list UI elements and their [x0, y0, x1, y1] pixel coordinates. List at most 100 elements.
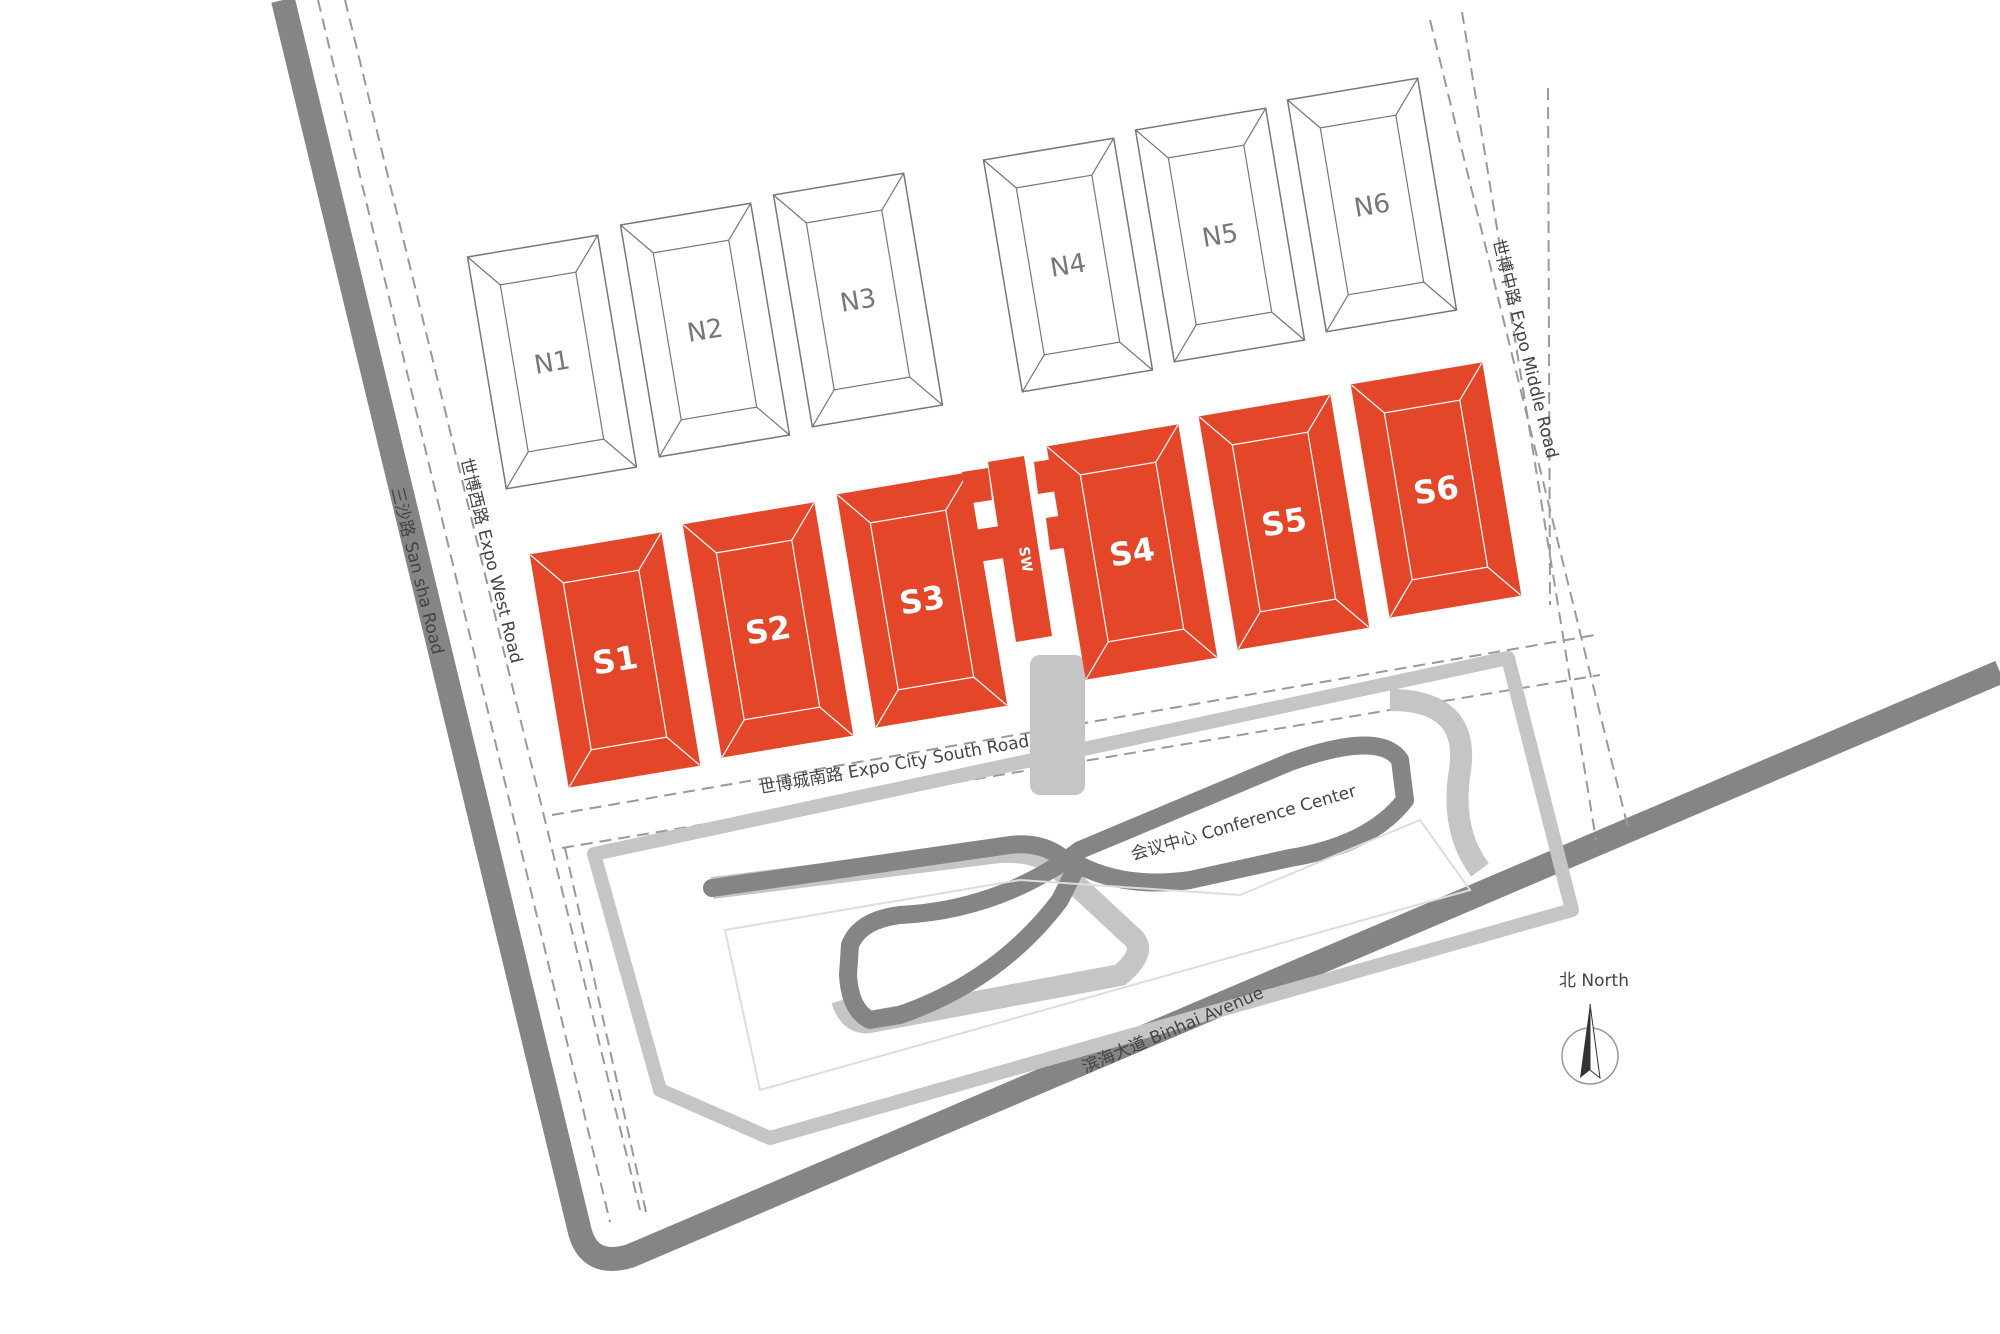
hall-n6-inner-roof: [1319, 114, 1425, 296]
south-halls: S1 S2 S3 S4 S5 S6: [529, 362, 1522, 788]
hall-s3-inner-roof: [869, 509, 975, 691]
hall-s6-roof: [1350, 362, 1522, 618]
hall-n5-roof-ridge: [1135, 129, 1169, 159]
hall-s5-roof-ridge: [1335, 598, 1369, 628]
sw-connector-left-2: [974, 526, 1004, 562]
conference-track-loop: [703, 736, 1414, 1029]
hall-s1[interactable]: S1: [529, 532, 701, 788]
hall-s3-roof: [836, 472, 1008, 728]
hall-s6-label: S6: [1411, 468, 1462, 513]
hall-n4-inner-roof: [1015, 174, 1121, 356]
hall-s1-roof-ridge: [666, 736, 700, 766]
hall-s4-roof-ridge: [1155, 424, 1179, 463]
hall-n3-label: N3: [838, 283, 878, 319]
hall-s1-roof-ridge: [638, 532, 662, 571]
sw-connector-left: [962, 468, 992, 504]
main-roads: [271, 0, 2000, 1271]
hall-n5[interactable]: N5: [1134, 107, 1306, 363]
hall-n2-roof-ridge: [756, 406, 790, 436]
hall-s6-inner-roof: [1383, 399, 1489, 581]
north-arrow: 北 North: [1559, 971, 1629, 1085]
hall-n6-roof: [1286, 77, 1458, 333]
hall-s4-roof: [1046, 424, 1218, 680]
hall-n6-roof-ridge: [1395, 77, 1419, 116]
hall-n5-inner-roof: [1167, 144, 1273, 326]
sw-connector-walkway: [1030, 655, 1085, 795]
binhai-avenue-label: 滨海大道 Binhai Avenue: [1079, 983, 1266, 1078]
hall-s5-roof-ridge: [1199, 416, 1233, 446]
hall-s5-roof-ridge: [1237, 611, 1261, 650]
hall-n3-roof-ridge: [909, 376, 943, 406]
hall-s5-inner-roof: [1231, 431, 1337, 613]
expo-middle-road-label: 世博中路 Expo Middle Road: [1488, 237, 1562, 460]
hall-n1-roof-ridge: [575, 234, 599, 273]
sansha-road: [271, 0, 2000, 1271]
hall-s3-roof-ridge: [837, 494, 871, 524]
conference-outer-ring: [587, 651, 1579, 1145]
sw-hall[interactable]: SW: [962, 456, 1076, 642]
hall-n1-roof-ridge: [467, 256, 501, 286]
hall-n2-roof-ridge: [658, 419, 682, 458]
hall-n5-roof-ridge: [1271, 311, 1305, 341]
sw-connector-right-2: [1046, 514, 1076, 550]
hall-n3[interactable]: N3: [772, 172, 944, 428]
hall-n2-inner-roof: [652, 239, 758, 421]
hall-s1-inner-roof: [562, 569, 668, 751]
hall-n4[interactable]: N4: [982, 137, 1154, 393]
hall-n5-roof-ridge: [1173, 324, 1197, 363]
hall-s1-roof-ridge: [530, 554, 564, 584]
north-label: 北 North: [1559, 971, 1629, 991]
sw-connector-right: [1034, 458, 1064, 494]
conference-center-complex: [587, 651, 1579, 1145]
hall-s4-roof-ridge: [1047, 446, 1081, 476]
hall-n2-label: N2: [685, 313, 725, 349]
hall-n4-label: N4: [1048, 248, 1088, 284]
hall-n4-roof-ridge: [1021, 354, 1045, 393]
hall-s6-roof-ridge: [1487, 566, 1521, 596]
hall-n2[interactable]: N2: [619, 202, 791, 458]
hall-s1-roof: [529, 532, 701, 788]
hall-s2-roof: [682, 502, 854, 758]
hall-n5-roof: [1134, 107, 1306, 363]
hall-n3-inner-roof: [805, 209, 911, 391]
hall-s3-label: S3: [897, 578, 948, 623]
conference-building-outline: [723, 818, 1472, 1092]
hall-n4-roof-ridge: [983, 159, 1017, 189]
hall-s2-label: S2: [743, 608, 794, 653]
hall-n6-roof-ridge: [1325, 294, 1349, 333]
hall-n3-roof-ridge: [773, 194, 807, 224]
hall-n2-roof-ridge: [728, 202, 752, 241]
hall-n3-roof-ridge: [881, 172, 905, 211]
hall-s6[interactable]: S6: [1350, 362, 1522, 618]
hall-n6-label: N6: [1352, 188, 1392, 224]
hall-s1-label: S1: [590, 638, 641, 683]
hall-n1-roof: [466, 234, 638, 490]
hall-s3[interactable]: S3: [836, 472, 1008, 728]
hall-n6[interactable]: N6: [1286, 77, 1458, 333]
hall-s3-roof-ridge: [875, 689, 899, 728]
hall-s5[interactable]: S5: [1198, 394, 1370, 650]
hall-s2[interactable]: S2: [682, 502, 854, 758]
hall-s4-label: S4: [1107, 530, 1158, 575]
hall-n1[interactable]: N1: [466, 234, 638, 490]
hall-n1-label: N1: [532, 345, 572, 381]
hall-s2-roof-ridge: [721, 719, 745, 758]
hall-s6-roof-ridge: [1389, 579, 1413, 618]
hall-s4-roof-ridge: [1085, 641, 1109, 680]
hall-s5-roof-ridge: [1307, 394, 1331, 433]
north-halls: N1 N2 N3 N4 N5 N6: [466, 77, 1458, 490]
hall-n4-roof: [982, 137, 1154, 393]
hall-s6-roof-ridge: [1459, 362, 1483, 401]
hall-s4-roof-ridge: [1183, 628, 1217, 658]
hall-n2-roof-ridge: [620, 224, 654, 254]
hall-s4-inner-roof: [1079, 461, 1185, 643]
hall-s5-label: S5: [1259, 500, 1310, 545]
hall-n3-roof: [772, 172, 944, 428]
hall-s6-roof-ridge: [1351, 384, 1385, 414]
north-arrow-icon-light: [1589, 1003, 1601, 1080]
sw-hall-label: SW: [1015, 546, 1035, 574]
hall-n6-roof-ridge: [1423, 281, 1457, 311]
conference-east-curve: [1389, 689, 1490, 877]
hall-s4[interactable]: S4: [1046, 424, 1218, 680]
